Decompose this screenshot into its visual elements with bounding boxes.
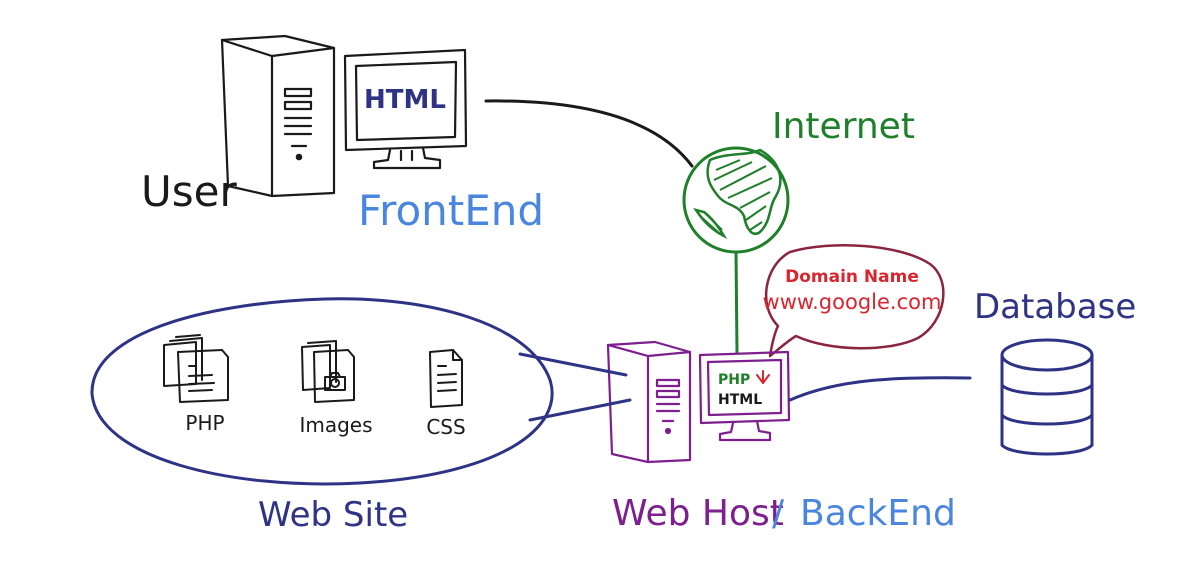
- domain-name-title: Domain Name: [785, 267, 919, 287]
- website-ellipse: [90, 297, 554, 486]
- host-monitor-icon: [698, 350, 791, 442]
- user-computer: [220, 34, 468, 198]
- user-tower-icon: [220, 34, 336, 198]
- css-file-label: CSS: [426, 415, 465, 439]
- host-php-label: PHP: [718, 372, 750, 388]
- images-file-label: Images: [299, 413, 372, 437]
- host-html-label: HTML: [718, 392, 762, 408]
- domain-speech-bubble: [764, 244, 945, 358]
- host-database-link: [788, 376, 972, 402]
- css-file-icon: [429, 349, 463, 408]
- php-to-html-arrow-icon: [756, 370, 770, 384]
- website-host-link-bottom: [528, 398, 632, 422]
- host-tower-icon: [606, 340, 692, 464]
- web-host-computer: PHP HTML: [606, 340, 791, 464]
- globe-icon: [682, 146, 790, 254]
- internet-label: Internet: [772, 106, 915, 147]
- web-host-label: Web Host: [612, 493, 784, 534]
- web-site-label: Web Site: [258, 495, 408, 535]
- backend-label: BackEnd: [800, 493, 956, 534]
- user-monitor-icon: [343, 48, 468, 170]
- php-files-icon: [163, 334, 229, 403]
- domain-url: www.google.com: [763, 290, 942, 314]
- frontend-internet-link: [484, 99, 694, 168]
- website-host-link-top: [518, 352, 628, 377]
- user-label: User: [141, 167, 237, 216]
- php-file-label: PHP: [185, 411, 224, 435]
- user-monitor-html-label: HTML: [364, 85, 446, 115]
- frontend-label: FrontEnd: [358, 186, 544, 235]
- database-label: Database: [974, 287, 1136, 327]
- database-icon: [1000, 338, 1094, 456]
- internet-host-link: [734, 250, 739, 354]
- slash-label: /: [772, 493, 785, 534]
- images-files-icon: [301, 340, 355, 403]
